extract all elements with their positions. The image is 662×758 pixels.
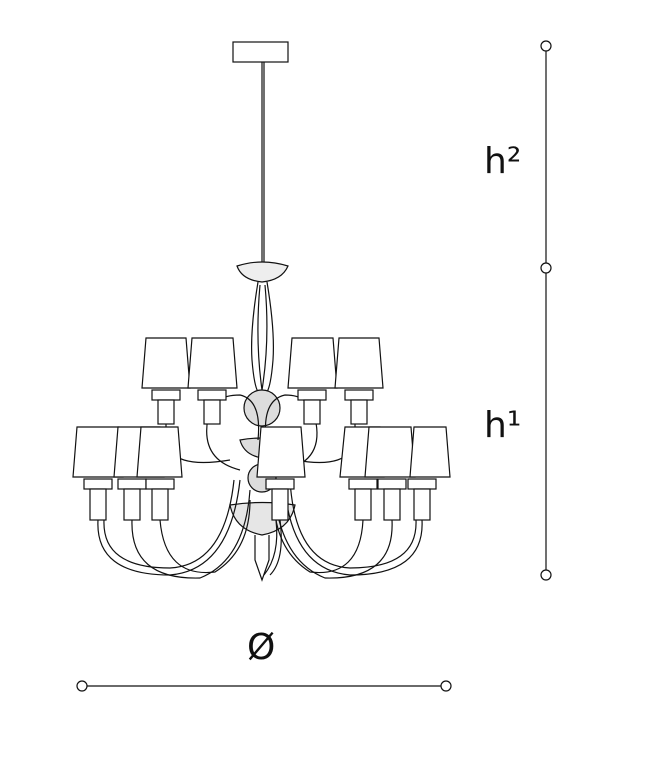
lower-shade [407,426,451,521]
upper-shades [141,337,384,425]
ceiling-canopy [232,41,289,63]
diameter-dimension-line [76,680,452,692]
upper-shade [334,337,384,425]
lower-shade [72,426,124,521]
diameter-label: Ø [247,627,276,668]
top-cup [236,261,289,283]
lower-shade [256,426,306,521]
lower-shade [364,426,416,521]
lower-shade [136,426,183,521]
lower-shades [72,426,451,521]
height-lower-label: h¹ [484,405,522,446]
upper-shade [287,337,338,425]
height-dimension-line [540,40,552,581]
upper-shade [141,337,191,425]
upper-ball [243,389,281,427]
height-upper-label: h² [484,141,522,182]
upper-shade [187,337,238,425]
